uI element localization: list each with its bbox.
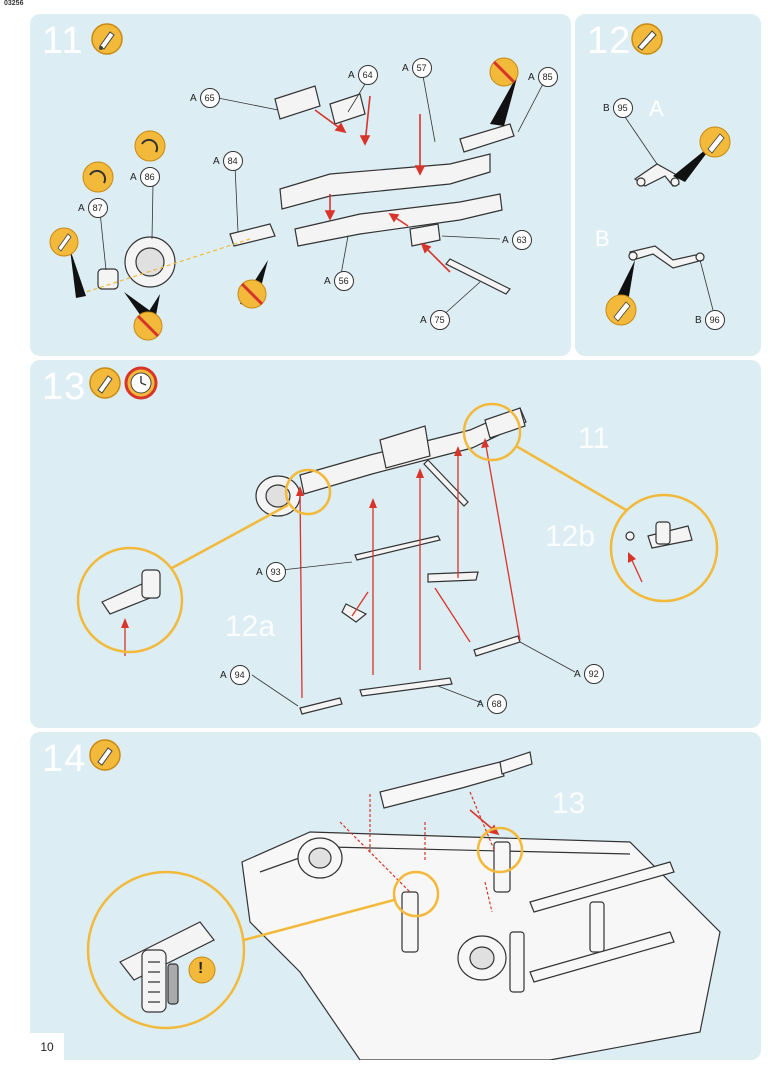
reference-step-12b: 12b: [545, 520, 596, 553]
glue-brush-icon: [89, 367, 121, 399]
glue-brush-icon: [89, 739, 121, 771]
warning-mark: !: [198, 960, 204, 977]
step-14-illustration: [86, 751, 721, 1060]
step-14-number: 14: [42, 738, 87, 780]
sub-step-a-label: A: [649, 96, 664, 121]
step-11-number: 11: [42, 20, 84, 62]
step-13-number: 13: [42, 366, 87, 408]
glue-tube-icon: [631, 23, 663, 55]
page-number: 10: [30, 1033, 64, 1061]
step-13-illustration: [76, 402, 719, 715]
reference-step-13: 13: [552, 787, 586, 820]
step-13-panel: 13 11 12b 12a: [30, 360, 761, 728]
reference-step-12a: 12a: [225, 610, 276, 643]
sub-step-b-label: B: [595, 226, 610, 251]
glue-brush-icon: [91, 23, 123, 55]
step-12-illustration: [605, 113, 731, 326]
warning-icon: [188, 956, 216, 984]
step-11-illustration: [49, 57, 546, 341]
reference-step-11: 11: [578, 422, 610, 455]
clock-icon: [124, 366, 158, 400]
step-12-number: 12: [587, 20, 632, 62]
document-code: 03256: [4, 0, 24, 7]
step-14-panel: 14 13: [30, 732, 761, 1060]
step-11-panel: 11: [30, 14, 571, 356]
